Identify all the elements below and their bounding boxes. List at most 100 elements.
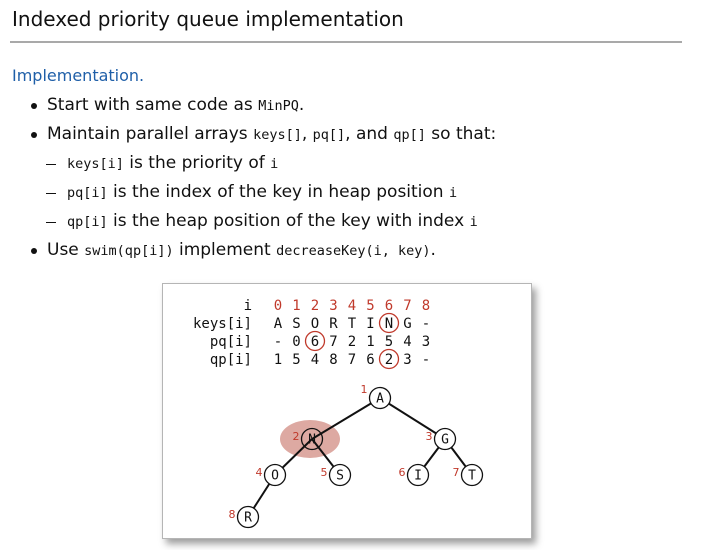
code-span: MinPQ: [258, 98, 299, 114]
code-span: i: [449, 185, 458, 201]
text-span: is the heap position of the key with ind…: [107, 211, 470, 231]
array-index-cell: 8: [422, 298, 430, 314]
array-cell: -: [274, 334, 282, 350]
circled-cell-marker: [304, 330, 326, 352]
array-cell: N: [385, 316, 393, 332]
array-cell: 3: [403, 352, 411, 368]
sub-bullet-dash: [46, 164, 56, 165]
array-cell: 8: [329, 352, 337, 368]
heap-edge: [379, 397, 446, 440]
code-span: swim(qp[i]): [84, 243, 174, 259]
bullet-text: Maintain parallel arrays keys[], pq[], a…: [47, 124, 496, 144]
section-heading: Implementation.: [12, 66, 145, 85]
array-cell: 7: [329, 334, 337, 350]
text-span: Use: [47, 240, 85, 260]
array-cell: A: [274, 316, 283, 332]
heap-position-label: 3: [426, 430, 433, 443]
array-cell: -: [422, 352, 430, 368]
text-span: so that:: [425, 124, 497, 144]
array-index-cell: 7: [403, 298, 411, 314]
array-cell: 4: [403, 334, 411, 350]
bullet-dot: [31, 132, 37, 138]
code-span: keys[i]: [67, 156, 124, 172]
text-span: .: [298, 95, 305, 115]
array-cell: I: [366, 316, 374, 332]
heap-position-label: 5: [321, 466, 328, 479]
heap-node-g: [433, 427, 457, 451]
array-cell: 5: [292, 352, 300, 368]
array-row-label: keys[i]: [193, 316, 252, 332]
array-cell: 1: [274, 352, 282, 368]
array-cell: S: [292, 316, 300, 332]
array-index-cell: 0: [274, 298, 282, 314]
code-span: pq[i]: [67, 185, 108, 201]
array-cell: 6: [366, 352, 374, 368]
sub-bullet-dash: [46, 222, 56, 223]
heap-node-i: [406, 463, 430, 487]
heap-node-key: G: [441, 433, 449, 448]
code-span: i: [469, 214, 478, 230]
array-index-cell: 4: [348, 298, 356, 314]
heap-node-key: A: [376, 392, 384, 407]
array-cell: 4: [311, 352, 319, 368]
array-cell: -: [422, 316, 430, 332]
highlight-ellipse: [280, 420, 340, 458]
code-span: keys[]: [253, 127, 302, 143]
array-row-label: i: [244, 298, 252, 314]
heap-position-label: 4: [256, 466, 263, 479]
array-cell: R: [329, 316, 338, 332]
array-cell: 7: [348, 352, 356, 368]
title-rule: [10, 41, 682, 43]
array-cell: G: [403, 316, 411, 332]
heap-node-a: [368, 386, 392, 410]
heap-node-key: S: [336, 469, 344, 484]
array-index-cell: 5: [366, 298, 374, 314]
code-span: qp[]: [393, 127, 426, 143]
array-cell: 3: [422, 334, 430, 350]
heap-node-key: I: [414, 469, 422, 484]
text-span: Start with same code as: [47, 95, 259, 115]
heap-node-s: [328, 463, 352, 487]
heap-node-o: [263, 463, 287, 487]
slide-title: Indexed priority queue implementation: [12, 7, 404, 31]
array-index-cell: 1: [292, 298, 300, 314]
heap-position-label: 6: [399, 466, 406, 479]
heap-node-key: R: [244, 511, 252, 526]
text-span: is the priority of: [123, 153, 271, 173]
heap-node-t: [460, 463, 484, 487]
text-span: .: [430, 240, 436, 260]
array-index-cell: 6: [385, 298, 393, 314]
circled-cell-marker: [378, 348, 400, 370]
sub-bullet-text: keys[i] is the priority of i: [67, 153, 278, 173]
array-cell: O: [311, 316, 319, 332]
heap-position-label: 1: [361, 383, 368, 396]
array-cell: 6: [311, 334, 319, 350]
bullet-text: Use swim(qp[i]) implement decreaseKey(i,…: [47, 240, 436, 260]
text-span: Maintain parallel arrays: [47, 124, 254, 144]
heap-node-key: O: [271, 469, 279, 484]
sub-bullet-dash: [46, 193, 56, 194]
text-span: , and: [345, 124, 394, 144]
text-span: ,: [301, 124, 313, 144]
bullet-dot: [31, 103, 37, 109]
heap-node-n: [300, 427, 324, 451]
array-index-cell: 2: [311, 298, 319, 314]
sub-bullet-text: pq[i] is the index of the key in heap po…: [67, 182, 457, 202]
array-cell: 1: [366, 334, 374, 350]
array-index-cell: 3: [329, 298, 337, 314]
bullet-text: Start with same code as MinPQ.: [47, 95, 304, 115]
array-row-label: pq[i]: [210, 334, 252, 350]
sub-bullet-text: qp[i] is the heap position of the key wi…: [67, 211, 478, 231]
array-cell: 2: [385, 352, 393, 368]
heap-node-key: N: [308, 433, 316, 448]
bullet-list: Start with same code as MinPQ. Maintain p…: [31, 95, 496, 260]
heap-position-label: 7: [453, 466, 460, 479]
heap-edge: [311, 397, 381, 440]
code-span: i: [270, 156, 279, 172]
text-span: is the index of the key in heap position: [107, 182, 449, 202]
heap-position-label: 8: [229, 508, 236, 521]
code-span: pq[]: [312, 127, 346, 143]
text-span: implement: [173, 240, 277, 260]
